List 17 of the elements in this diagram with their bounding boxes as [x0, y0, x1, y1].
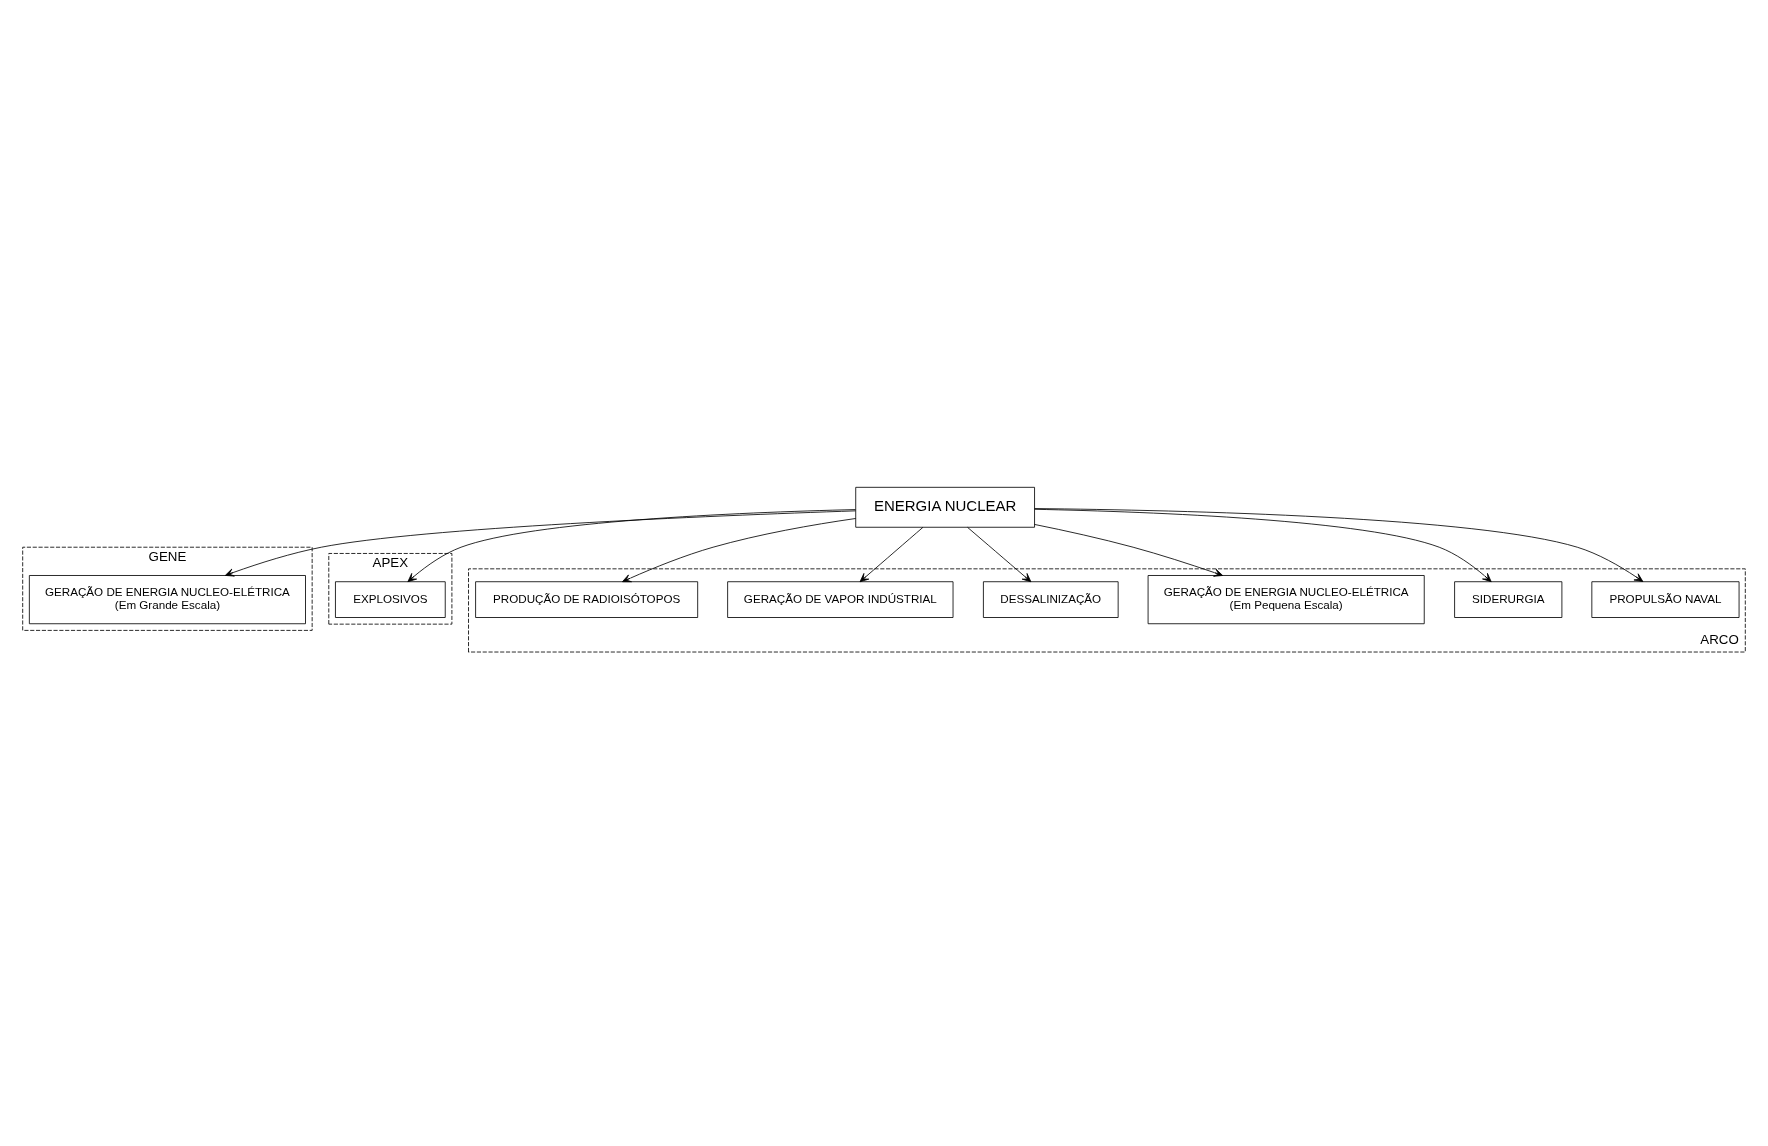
- node-box: GERAÇÃO DE VAPOR INDÚSTRIAL: [727, 581, 954, 618]
- arrow: [1034, 508, 1644, 582]
- node-box: ENERGIA NUCLEAR: [855, 486, 1035, 528]
- node-box: GERAÇÃO DE ENERGIA NUCLEO-ELÉTRICA (Em Pequena Escala): [1147, 575, 1425, 625]
- node-box: DESSALINIZAÇÃO: [983, 581, 1119, 618]
- node-box: PROPULSÃO NAVAL: [1591, 581, 1740, 618]
- node-box: SIDERURGIA: [1454, 581, 1563, 618]
- arrow: [1034, 508, 1492, 583]
- arrow: [407, 509, 856, 583]
- node-box: EXPLOSIVOS: [335, 581, 446, 618]
- arrow: [1034, 524, 1224, 577]
- node-box: GERAÇÃO DE ENERGIA NUCLEO-ELÉTRICA (Em Grande Escala): [28, 575, 306, 625]
- arrow: [859, 526, 924, 583]
- arrow: [622, 518, 857, 583]
- arrow: [224, 510, 856, 577]
- arrow: [967, 526, 1032, 583]
- node-box: PRODUÇÃO DE RADIOISÓTOPOS: [475, 581, 699, 618]
